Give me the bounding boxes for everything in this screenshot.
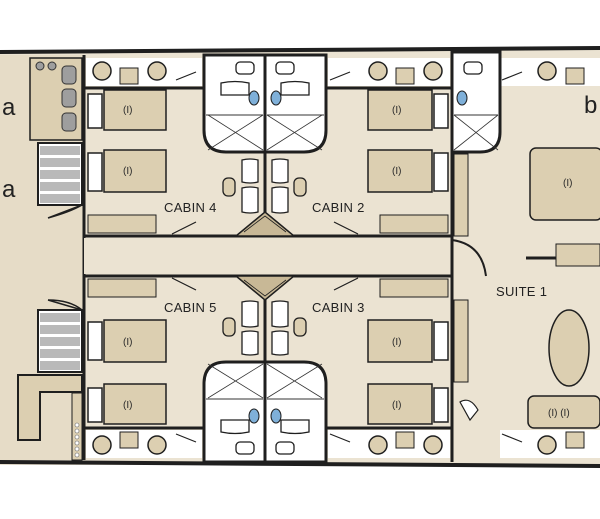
cabin-chairs-lower: [222, 300, 307, 356]
suite1-bed-mark: (I): [563, 178, 572, 189]
edge-fragment-left-upper: a: [2, 94, 16, 121]
upper-stairs: [37, 142, 83, 206]
service-duct: [17, 374, 83, 441]
cabin4-bed2-mark: (I): [123, 166, 132, 177]
cabin4-bed1-mark: (I): [123, 105, 132, 116]
bathroom-lower-right: [263, 360, 328, 464]
cabin2-bed2-mark: (I): [392, 166, 401, 177]
burner-2: [47, 61, 57, 71]
cabin2-beds: [367, 89, 449, 234]
cabin5-bed1-mark: (I): [123, 337, 132, 348]
cabin4-beds: [87, 89, 167, 234]
closet-lower: [233, 275, 297, 301]
cabin-5-label: CABIN 5: [164, 300, 217, 315]
cabin-2-label: CABIN 2: [312, 200, 365, 215]
suite-bathroom: [450, 50, 502, 154]
stairs-door-lower: [47, 299, 83, 311]
edge-fragment-left-lower: a: [2, 176, 16, 203]
vent-holes: [74, 422, 80, 458]
cabin-4-label: CABIN 4: [164, 200, 217, 215]
hull-bottom-wall: [0, 460, 600, 468]
cabin3-bed2-mark: (I): [392, 400, 401, 411]
suite1-furniture: [453, 147, 600, 429]
cabin-chairs-upper: [222, 158, 307, 214]
suite1-twin-mark: (I) (I): [548, 408, 570, 419]
cabin5-door: [171, 277, 197, 291]
cabin-3-label: CABIN 3: [312, 300, 365, 315]
galley-unit-2: [61, 88, 77, 108]
edge-fragment-right-top: b: [584, 92, 597, 119]
suite1-door: [451, 239, 487, 277]
galley-unit-1: [61, 65, 77, 85]
cabin5-beds: [87, 278, 167, 425]
burner-1: [35, 61, 45, 71]
stairs-door-upper: [47, 204, 83, 219]
corridor: [84, 238, 454, 274]
cabin2-door: [333, 221, 359, 235]
lower-stairs: [37, 309, 83, 373]
cabin3-bed1-mark: (I): [392, 337, 401, 348]
galley-unit-3: [61, 112, 77, 132]
cabin3-beds: [367, 278, 449, 425]
hull-top-wall: [0, 46, 600, 54]
closet-upper: [233, 211, 297, 237]
suite-1-label: SUITE 1: [496, 284, 547, 299]
top-vanity-row: [86, 58, 600, 86]
cabin5-bed2-mark: (I): [123, 400, 132, 411]
bathroom-upper-left: [202, 53, 267, 154]
bathroom-upper-right: [263, 53, 328, 154]
cabin4-door: [171, 221, 197, 235]
bottom-vanity-row: [86, 430, 600, 458]
cabin3-door: [333, 277, 359, 291]
cabin2-bed1-mark: (I): [392, 105, 401, 116]
bathroom-lower-left: [202, 360, 267, 464]
